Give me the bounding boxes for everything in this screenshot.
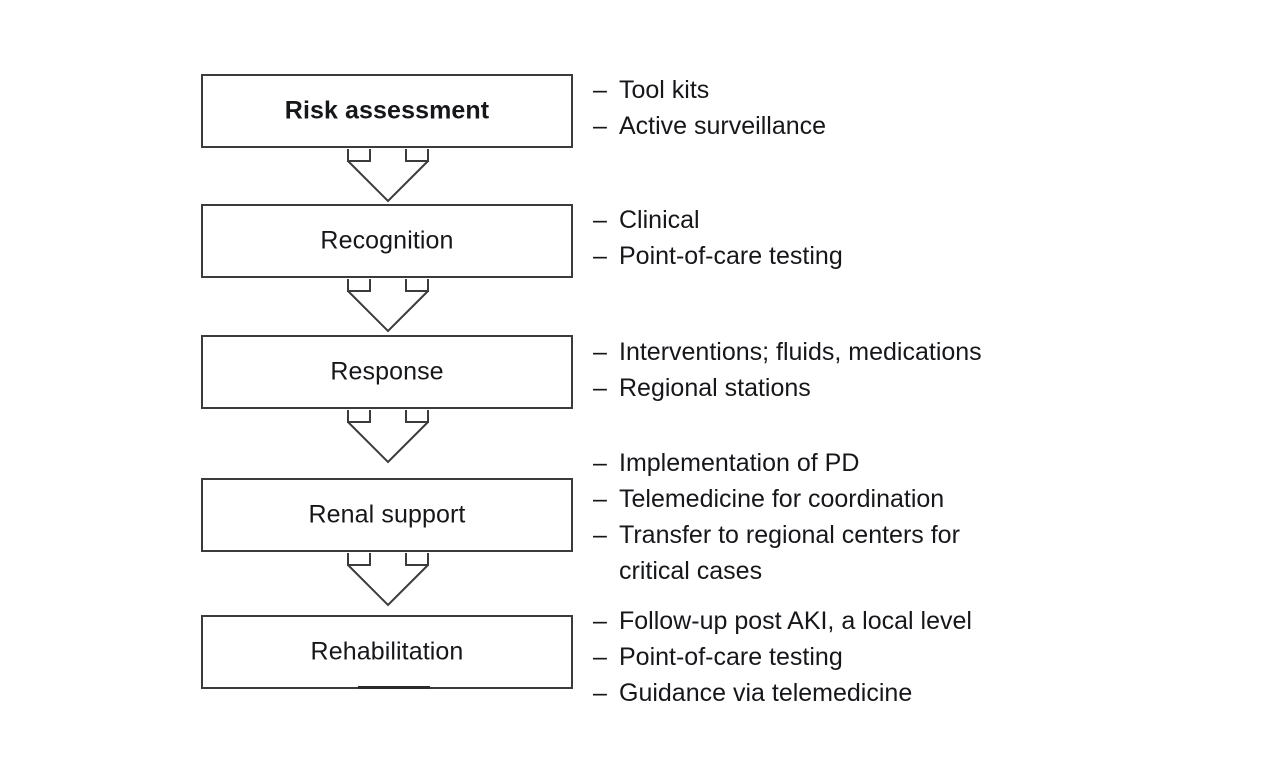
flow-arrow-1: [340, 148, 436, 204]
bullet-group-4: – Implementation of PD – Telemedicine fo…: [593, 445, 1213, 589]
bullet-group-1: – Tool kits – Active surveillance: [593, 72, 1213, 144]
bullet-dash-icon: –: [593, 374, 607, 402]
bullet-dash-icon: –: [593, 521, 607, 549]
bullet-dash-icon: –: [593, 607, 607, 635]
flow-arrow-3: [340, 409, 436, 465]
bullet-item: – Point-of-care testing: [593, 238, 1213, 274]
bullet-dash-icon: –: [593, 679, 607, 707]
stage-label: Rehabilitation: [310, 637, 464, 666]
bullet-item: – Clinical: [593, 202, 1213, 238]
stage-box-rehabilitation[interactable]: Rehabilitation: [201, 615, 573, 689]
stage-label: Response: [330, 357, 444, 386]
bullet-text: Guidance via telemedicine: [619, 679, 913, 707]
bullet-item: – Tool kits: [593, 72, 1213, 108]
stage-label: Risk assessment: [284, 96, 490, 125]
bullet-item: – Active surveillance: [593, 108, 1213, 144]
bullet-item: – Transfer to regional centers for criti…: [593, 517, 1213, 589]
bullet-item: – Regional stations: [593, 370, 1213, 406]
bullet-group-5: – Follow-up post AKI, a local level – Po…: [593, 603, 1213, 711]
stage-box-renal-support[interactable]: Renal support: [201, 478, 573, 552]
bullet-text: Tool kits: [619, 76, 710, 104]
bullet-dash-icon: –: [593, 643, 607, 671]
bullet-item: – Guidance via telemedicine: [593, 675, 1213, 711]
bullet-text: Regional stations: [619, 374, 811, 402]
bullet-dash-icon: –: [593, 338, 607, 366]
bullet-group-3: – Interventions; fluids, medications – R…: [593, 334, 1213, 406]
flow-arrow-4: [340, 552, 436, 608]
bullet-item: – Interventions; fluids, medications: [593, 334, 1213, 370]
bullet-text: Transfer to regional centers for critica…: [619, 521, 960, 585]
bullet-dash-icon: –: [593, 206, 607, 234]
bullet-text: Follow-up post AKI, a local level: [619, 607, 972, 635]
flow-arrow-2: [340, 278, 436, 334]
bullet-text: Clinical: [619, 206, 700, 234]
stage-box-response[interactable]: Response: [201, 335, 573, 409]
bullet-text: Active surveillance: [619, 112, 827, 140]
bullet-group-2: – Clinical – Point-of-care testing: [593, 202, 1213, 274]
bullet-text: Point-of-care testing: [619, 643, 843, 671]
bullet-dash-icon: –: [593, 242, 607, 270]
bullet-item: – Point-of-care testing: [593, 639, 1213, 675]
bullet-text: Telemedicine for coordination: [619, 485, 945, 513]
bullet-dash-icon: –: [593, 485, 607, 513]
stage-box-risk-assessment[interactable]: Risk assessment: [201, 74, 573, 148]
stage-label: Recognition: [320, 226, 454, 255]
bullet-item: – Telemedicine for coordination: [593, 481, 1213, 517]
arrow-stub-artifact: [358, 686, 430, 689]
bullet-dash-icon: –: [593, 112, 607, 140]
bullet-item: – Implementation of PD: [593, 445, 1213, 481]
stage-label: Renal support: [308, 500, 466, 529]
stage-box-recognition[interactable]: Recognition: [201, 204, 573, 278]
bullet-text: Point-of-care testing: [619, 242, 843, 270]
bullet-dash-icon: –: [593, 76, 607, 104]
bullet-text: Interventions; fluids, medications: [619, 338, 982, 366]
bullet-text: Implementation of PD: [619, 449, 860, 477]
bullet-item: – Follow-up post AKI, a local level: [593, 603, 1213, 639]
bullet-dash-icon: –: [593, 449, 607, 477]
